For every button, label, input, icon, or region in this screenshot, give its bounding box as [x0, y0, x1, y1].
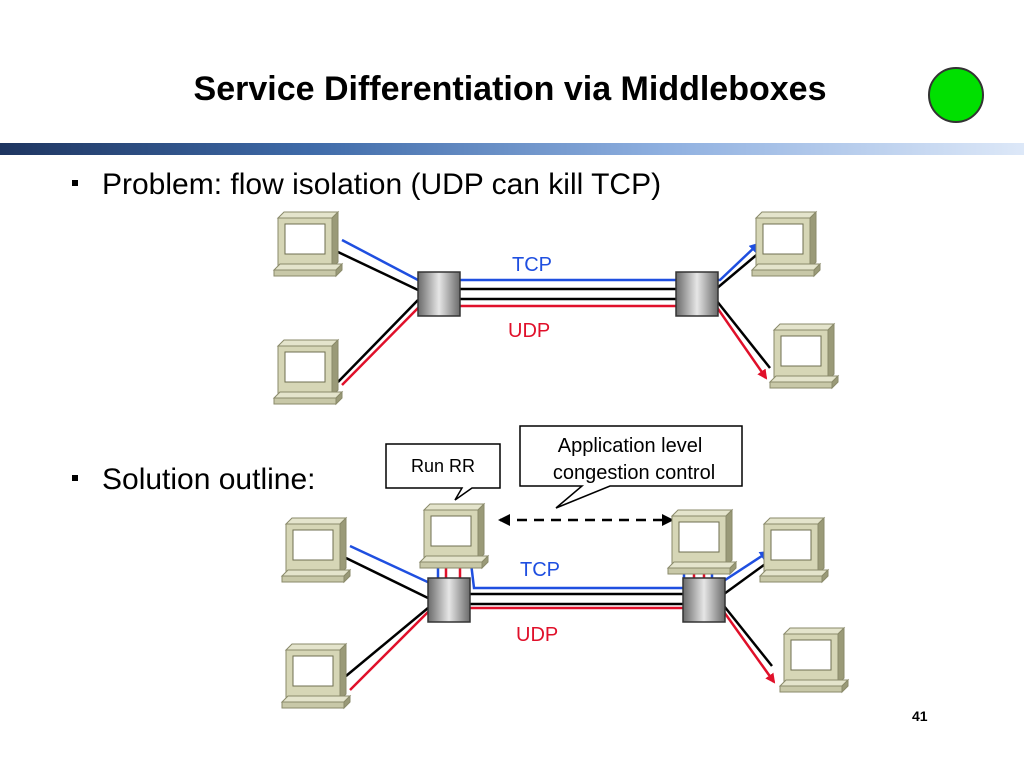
bottom-left-host-2-icon: [281, 643, 351, 709]
top-udp-label: UDP: [508, 320, 550, 342]
bullet-square-icon: [72, 180, 78, 187]
right-middlebox-host-icon: [667, 509, 737, 575]
bottom-router-left: [427, 577, 471, 623]
top-tcp-flow: [341, 238, 760, 282]
top-left-host-1-icon: [273, 211, 343, 277]
callout-app-congestion: Application level congestion control: [519, 425, 743, 509]
bullet-solution-text: Solution outline:: [102, 463, 316, 496]
top-diagram: TCP UDP: [273, 211, 839, 405]
top-router-right: [675, 271, 719, 317]
bullet-solution: Solution outline:: [72, 463, 316, 497]
top-tcp-label: TCP: [512, 254, 552, 276]
bottom-diagram: TCP UDP Run RR Application level congest…: [281, 425, 849, 709]
callout-app-line2: congestion control: [553, 462, 715, 484]
left-middlebox-host-icon: [419, 503, 489, 569]
slide-title: Service Differentiation via Middleboxes: [193, 70, 827, 108]
title-underline-bar: [0, 143, 1024, 155]
top-left-host-2-icon: [273, 339, 343, 405]
bottom-router-right: [682, 577, 726, 623]
callout-run-rr-text: Run RR: [411, 456, 475, 476]
bottom-udp-flow-mid: [458, 540, 699, 610]
bottom-udp-label: UDP: [516, 624, 558, 646]
callout-app-line1: Application level: [558, 435, 703, 457]
bottom-black-links: [345, 556, 773, 677]
top-black-links: [337, 250, 771, 383]
top-right-host-1-icon: [751, 211, 821, 277]
bottom-right-host-1-icon: [759, 517, 829, 583]
bottom-left-host-1-icon: [281, 517, 351, 583]
bottom-tcp-flow-mid: [466, 537, 689, 590]
top-right-host-2-icon: [769, 323, 839, 389]
top-router-left: [417, 271, 461, 317]
bullet-problem: Problem: flow isolation (UDP can kill TC…: [72, 168, 661, 202]
bottom-right-host-2-icon: [779, 627, 849, 693]
bottom-tcp-label: TCP: [520, 559, 560, 581]
top-udp-flow: [341, 304, 768, 386]
bullet-square-icon: [72, 475, 78, 482]
status-dot-icon: [928, 67, 984, 123]
callout-run-rr: Run RR: [385, 443, 501, 501]
bullet-problem-text: Problem: flow isolation (UDP can kill TC…: [102, 168, 662, 201]
page-number: 41: [912, 708, 928, 724]
